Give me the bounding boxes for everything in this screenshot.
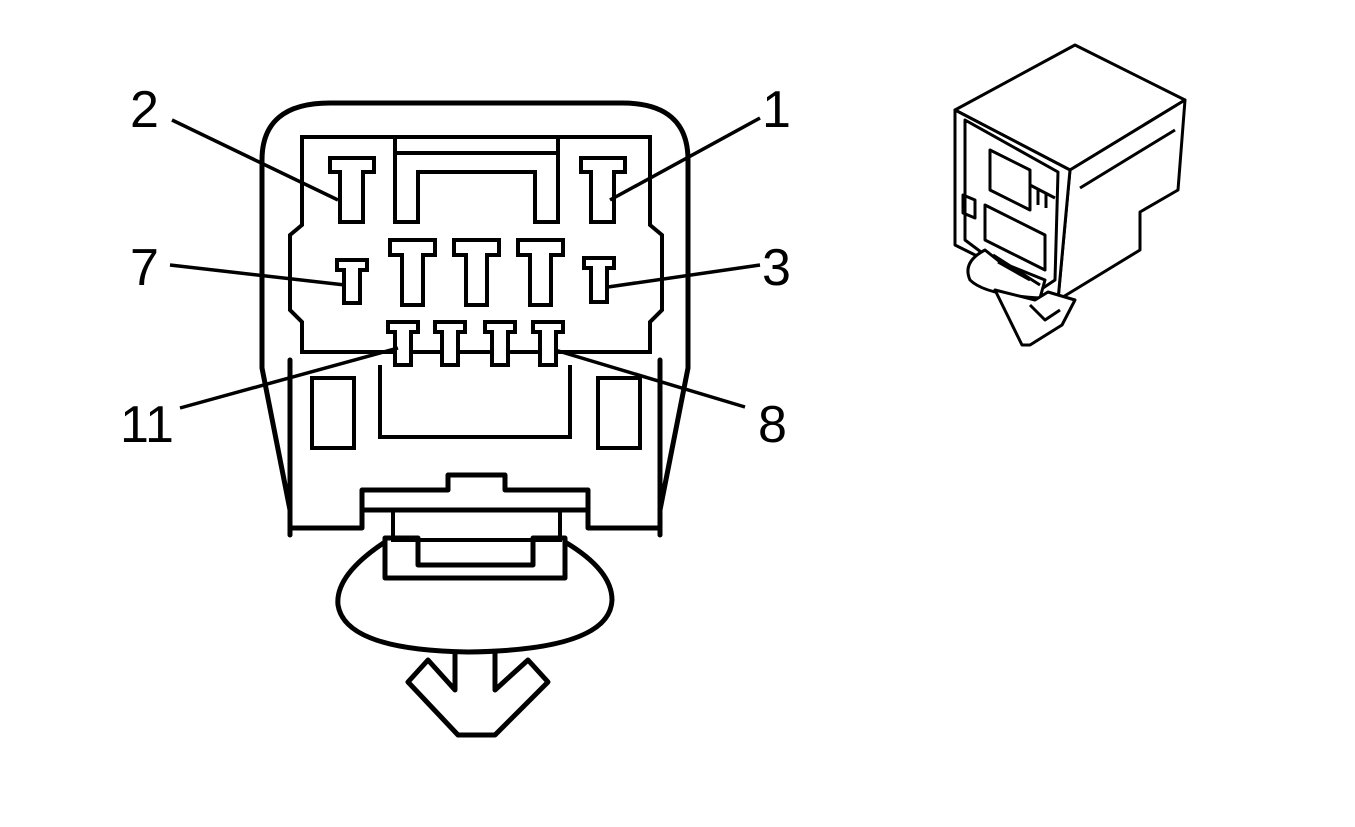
lower-recess-right: [596, 376, 642, 450]
key-slot: [393, 137, 560, 224]
connector-isometric-view: [953, 43, 1187, 347]
pin-label-1: 1: [762, 81, 791, 139]
leader-line-pin-11: [179, 346, 399, 410]
iso-side-slot: [961, 193, 977, 220]
iso-pins: [1029, 183, 1056, 208]
leader-lines: [169, 116, 761, 410]
terminal-pin-7: [335, 258, 369, 305]
iso-front-inner-lower: [983, 203, 1047, 272]
terminal-pin-2: [328, 156, 376, 224]
leader-line-pin-8: [554, 348, 746, 409]
iso-side-rib: [1079, 128, 1176, 190]
leader-line-pin-3: [607, 263, 761, 289]
terminal-pin-9: [483, 320, 517, 367]
latch-neck: [391, 512, 562, 542]
pin-label-11: 11: [120, 396, 174, 454]
connector-face: [259, 100, 691, 738]
iso-clip-detail: [992, 253, 1041, 287]
iso-push-pin-edge: [1028, 303, 1061, 322]
connector-housing-outline: [259, 100, 691, 538]
lower-center-pocket: [378, 365, 572, 439]
terminal-pin-6: [388, 238, 437, 307]
leader-line-pin-7: [169, 263, 346, 287]
terminal-pin-10: [433, 320, 467, 367]
push-pin-clip: [405, 649, 551, 738]
pin-label-8: 8: [758, 396, 787, 454]
pin-label-7: 7: [130, 239, 159, 297]
clip-dome: [335, 539, 615, 655]
pin-label-2: 2: [130, 81, 159, 139]
pin-labels: 2 1 7 3 11 8: [120, 81, 791, 454]
pin-label-3: 3: [762, 239, 791, 297]
terminal-pin-11: [386, 320, 420, 367]
terminal-pin-4: [516, 238, 565, 307]
lower-recess-left: [310, 376, 356, 450]
inner-cavity: [288, 135, 664, 354]
terminal-pin-5: [452, 238, 501, 307]
latch-top: [359, 472, 591, 513]
housing-lower-body: [287, 357, 663, 531]
iso-front-inner-block: [988, 148, 1032, 212]
terminal-pin-8: [531, 320, 565, 367]
iso-push-pin: [993, 288, 1077, 347]
leader-line-pin-2: [171, 118, 339, 202]
terminal-pin-1: [579, 156, 627, 224]
clip-plate: [382, 535, 568, 581]
leader-line-pin-1: [609, 116, 761, 202]
terminal-pin-3: [582, 256, 616, 304]
